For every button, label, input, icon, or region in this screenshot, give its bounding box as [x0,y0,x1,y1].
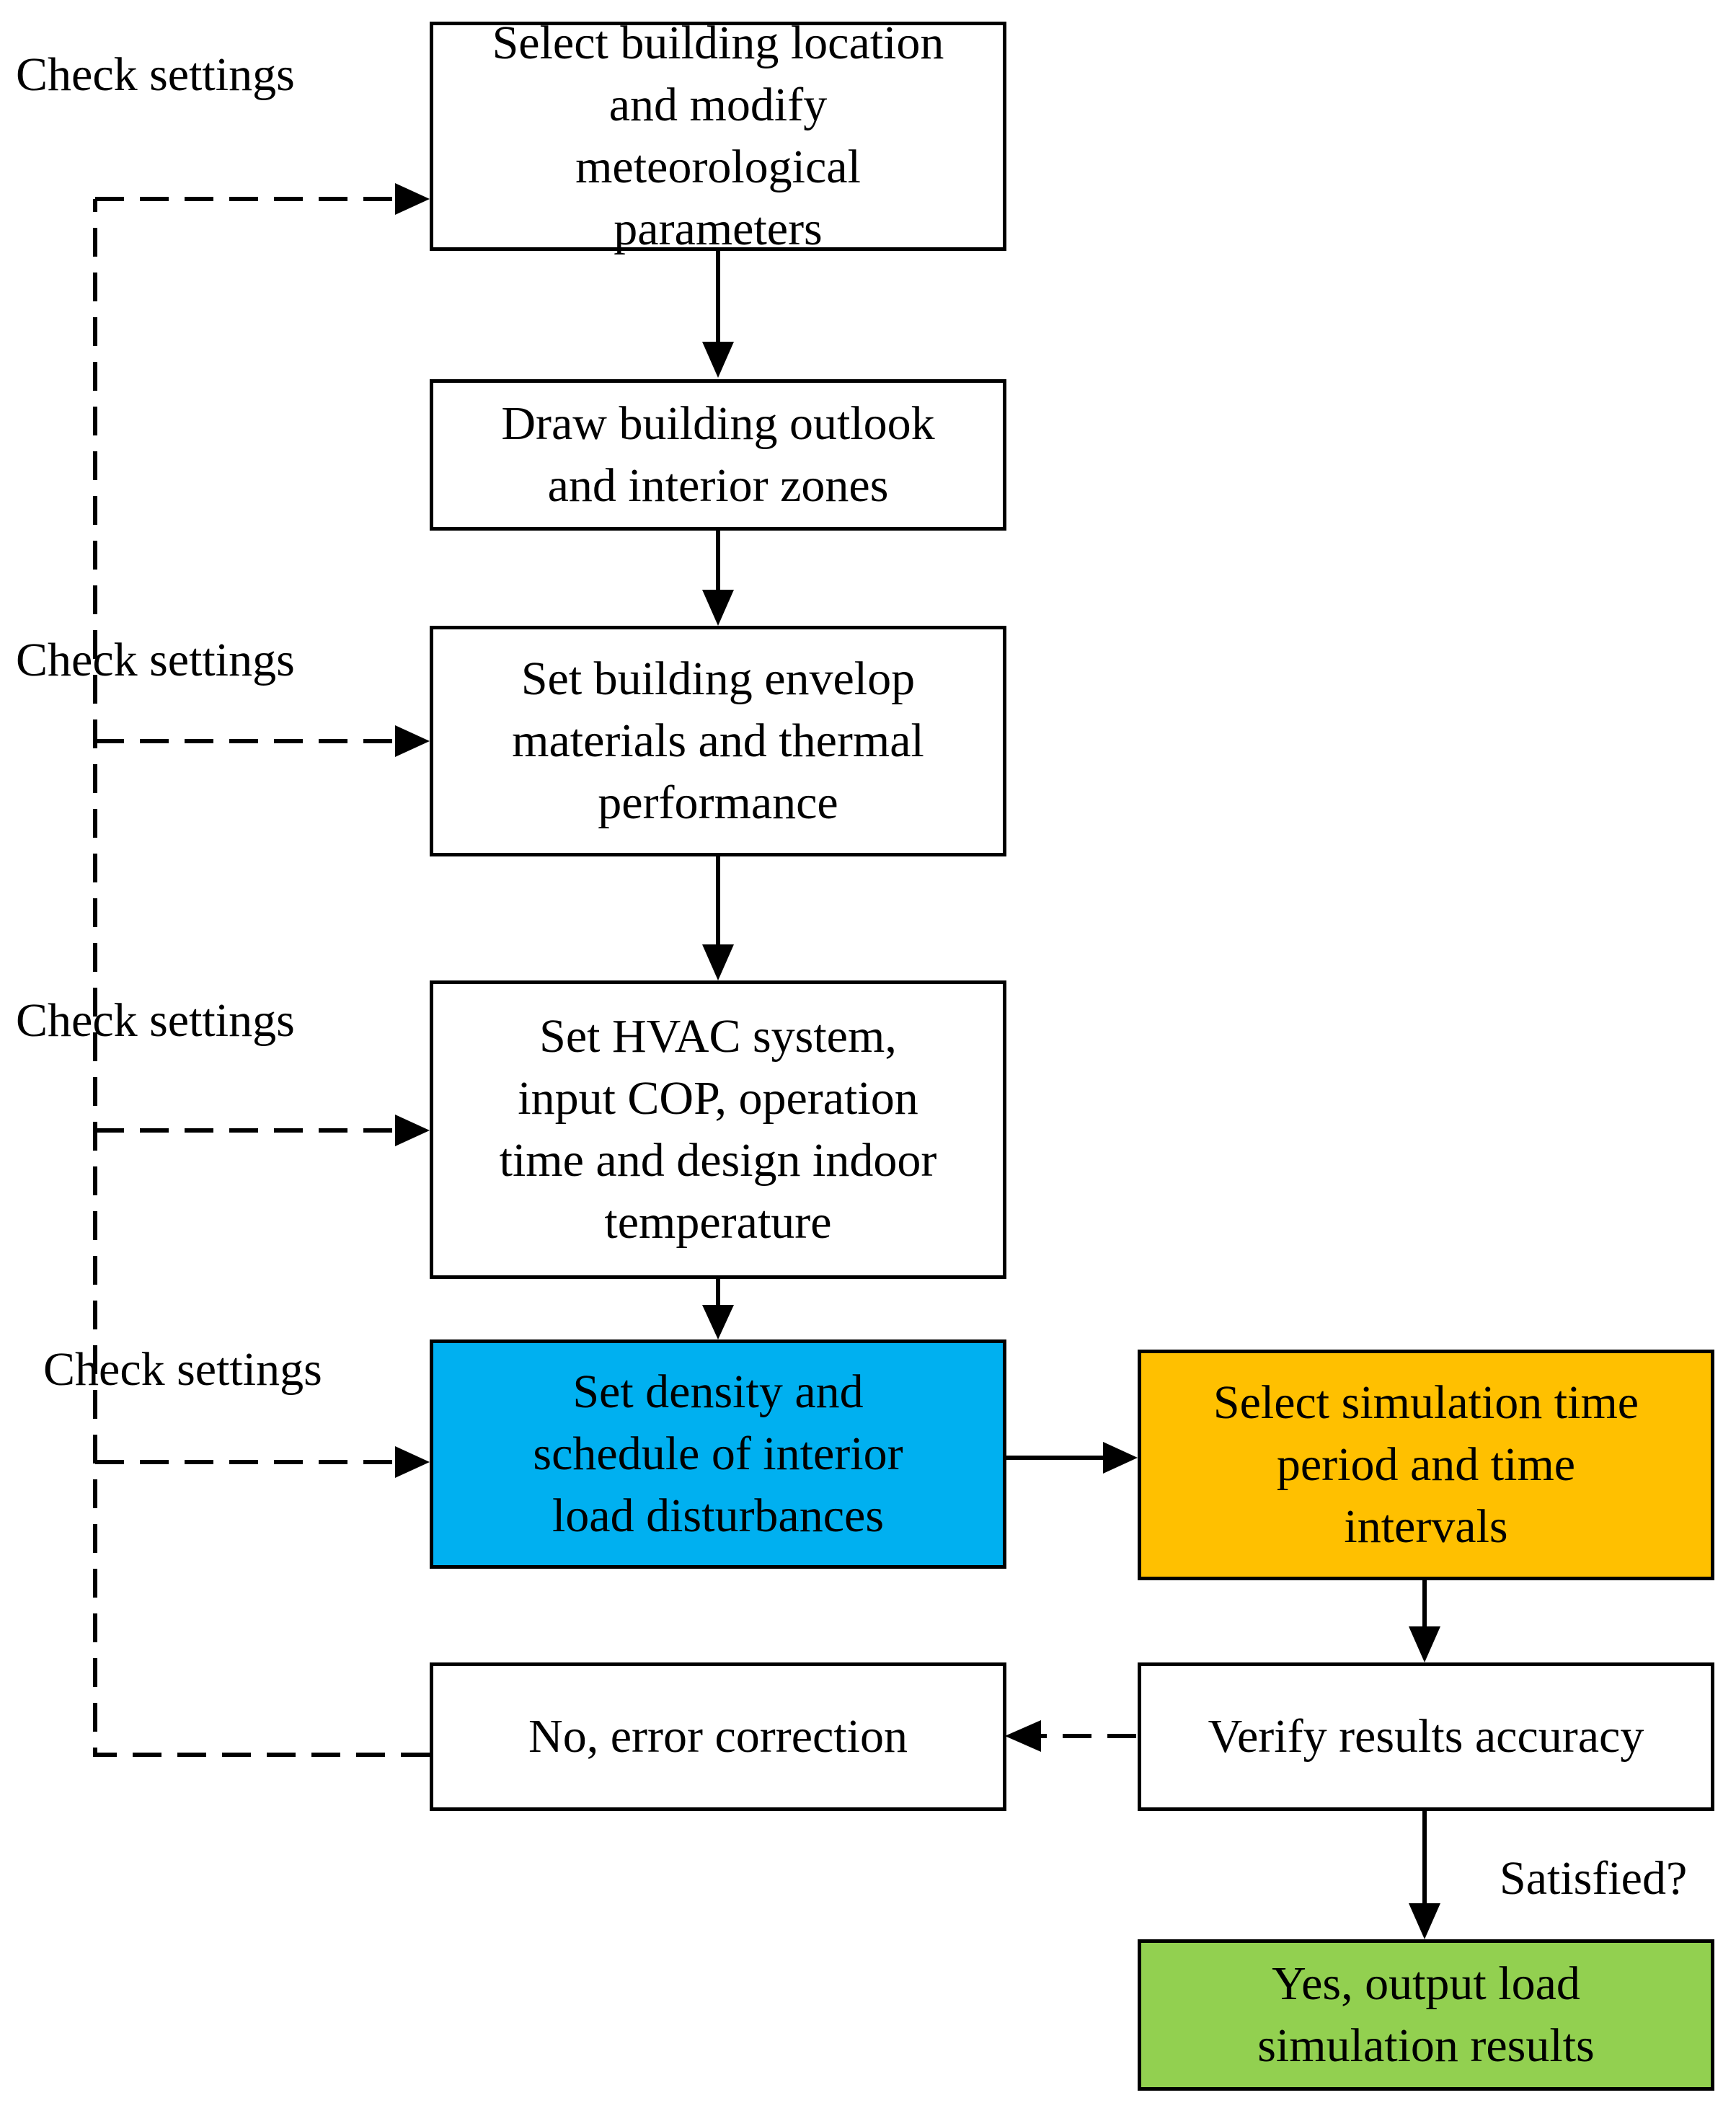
node-error-correction: No, error correction [430,1662,1006,1811]
arrowhead-envelope [702,590,734,626]
node-output-results: Yes, output load simulation results [1138,1939,1714,2091]
arrowhead-dashed-hvac [395,1115,430,1146]
node-select-period: Select simulation time period and time i… [1138,1350,1714,1580]
arrowhead-period [1103,1442,1138,1474]
arrowhead-dashed-loads [395,1446,430,1478]
label-check-settings-4: Check settings [43,1343,322,1396]
node-set-hvac: Set HVAC system, input COP, operation ti… [430,980,1006,1279]
dashed-feedback-spine [93,199,430,1757]
node-verify-accuracy: Verify results accuracy [1138,1662,1714,1811]
solid-arrows [702,249,1440,1939]
arrowhead-output [1409,1903,1440,1939]
arrowhead-dashed-location [395,183,430,215]
arrowhead-verify [1409,1626,1440,1662]
arrowhead-loads [702,1305,734,1339]
arrowhead-outlook [702,342,734,378]
node-set-loads: Set density and schedule of interior loa… [430,1339,1006,1569]
label-check-settings-3: Check settings [16,994,295,1047]
dashed-arrowheads [395,183,1041,1752]
label-satisfied: Satisfied? [1500,1852,1688,1905]
arrowhead-hvac [702,944,734,980]
node-draw-outlook: Draw building outlook and interior zones [430,379,1006,531]
label-check-settings-2: Check settings [16,634,295,686]
label-check-settings-1: Check settings [16,48,295,101]
dashed-arrows [93,197,1136,1757]
arrowhead-dashed-correction [1005,1720,1041,1752]
node-set-envelope: Set building envelop materials and therm… [430,626,1006,856]
arrowhead-dashed-envelope [395,725,430,757]
node-select-location: Select building location and modify mete… [430,17,1006,255]
